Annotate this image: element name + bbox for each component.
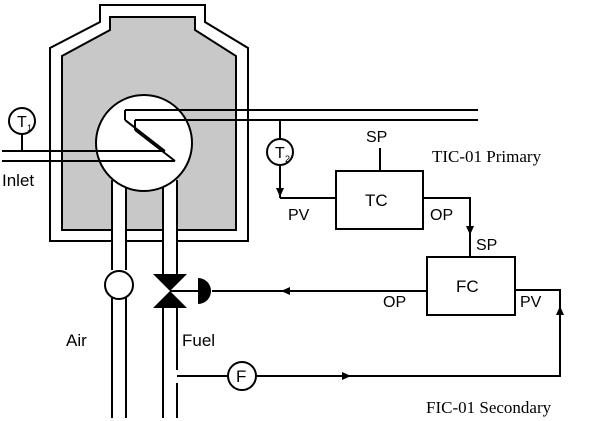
t2-subscript: 2 xyxy=(285,154,290,164)
t2-letter: T xyxy=(275,145,285,162)
process-pipe xyxy=(2,109,478,162)
tc-pv-label: PV xyxy=(288,207,310,224)
tc-op-to-fc-sp-line xyxy=(423,197,471,257)
flow-transmitter-label: F xyxy=(236,367,246,386)
air-label: Air xyxy=(66,331,87,350)
fc-label: FC xyxy=(456,277,479,296)
fuel-label: Fuel xyxy=(182,331,215,350)
fuel-riser-channel xyxy=(163,180,177,242)
fc-controller-box xyxy=(426,256,516,316)
air-fan-icon xyxy=(104,270,134,300)
diaphragm-actuator-icon xyxy=(198,278,211,304)
fc-sp-label: SP xyxy=(476,237,497,254)
air-riser-channel xyxy=(112,180,126,242)
fc-op-label: OP xyxy=(383,294,406,311)
t1-transmitter-icon xyxy=(8,107,36,135)
flow-signal-line xyxy=(256,289,561,377)
control-valve-icon xyxy=(153,274,187,308)
supply-lines xyxy=(111,242,178,418)
tc-sp-label: SP xyxy=(366,129,387,146)
primary-loop-title: TIC-01 Primary xyxy=(432,147,542,166)
fc-pv-label: PV xyxy=(520,294,542,311)
tc-controller-box xyxy=(335,170,424,230)
inlet-label: Inlet xyxy=(2,171,34,190)
t1-subscript: 1 xyxy=(27,123,32,133)
tc-op-label: OP xyxy=(430,207,453,224)
t1-letter: T xyxy=(17,114,27,131)
secondary-loop-title: FIC-01 Secondary xyxy=(426,398,552,417)
tc-label: TC xyxy=(365,191,388,210)
